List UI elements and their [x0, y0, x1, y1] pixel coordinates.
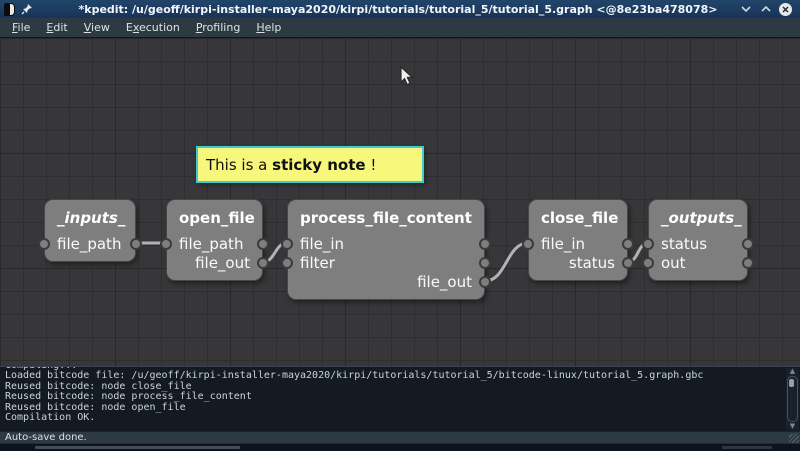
node-title: _outputs_	[649, 200, 747, 227]
node-title: process_file_content	[288, 200, 484, 227]
port-circle-left[interactable]	[38, 238, 50, 250]
menu-view[interactable]: View	[76, 19, 118, 36]
sticky-note-text: This is a sticky note !	[206, 156, 376, 174]
menu-help[interactable]: Help	[248, 19, 289, 36]
log-scrollbar[interactable]: ▲ ▼	[786, 368, 799, 430]
pin-label: filter	[288, 254, 484, 273]
pin-icon[interactable]	[20, 2, 34, 16]
port-circle-right[interactable]	[257, 238, 269, 250]
taskbar-tray[interactable]	[722, 446, 772, 449]
wire[interactable]	[485, 243, 528, 281]
port-circle-right[interactable]	[479, 257, 491, 269]
title-bar[interactable]: *kpedit: /u/geoff/kirpi-installer-maya20…	[0, 0, 800, 18]
scroll-down-icon[interactable]: ▼	[790, 423, 795, 430]
pin-label: file_in	[288, 235, 484, 254]
title-bar-left	[0, 2, 79, 16]
pin-label: file_path	[45, 235, 135, 254]
port-circle-left[interactable]	[642, 257, 654, 269]
menu-execution[interactable]: Execution	[118, 19, 188, 36]
sticky-note[interactable]: This is a sticky note !	[196, 146, 424, 183]
port-circle-right[interactable]	[479, 238, 491, 250]
port-circle-right[interactable]	[742, 238, 754, 250]
pin-label: file_out	[167, 254, 262, 273]
menu-edit[interactable]: Edit	[38, 19, 75, 36]
close-icon	[782, 6, 789, 13]
log-line: Compilation OK.	[5, 413, 800, 423]
scrollbar-thumb[interactable]	[789, 379, 794, 387]
port-circle-right[interactable]	[742, 257, 754, 269]
app-icon	[4, 3, 15, 16]
scroll-up-icon[interactable]: ▲	[790, 368, 795, 375]
pin-label: status	[529, 254, 627, 273]
port-circle-left[interactable]	[642, 238, 654, 250]
port-circle-right[interactable]	[479, 276, 491, 288]
node-_inputs_[interactable]: _inputs_ file_path	[44, 199, 136, 262]
log-lines: Compiling...Loaded bitcode file: /u/geof…	[0, 366, 800, 423]
port-circle-left[interactable]	[160, 238, 172, 250]
menu-profiling[interactable]: Profiling	[188, 19, 248, 36]
close-button[interactable]	[779, 3, 792, 16]
shade-button[interactable]	[739, 3, 752, 16]
log-line: Reused bitcode: node open_file	[5, 403, 800, 413]
port-circle-right[interactable]	[622, 238, 634, 250]
pin-label: file_in	[529, 235, 627, 254]
pin-label: file_out	[288, 273, 484, 292]
menu-file[interactable]: File	[4, 19, 38, 36]
window-title: *kpedit: /u/geoff/kirpi-installer-maya20…	[79, 3, 718, 16]
node-title: _inputs_	[45, 200, 135, 227]
port-circle-left[interactable]	[281, 238, 293, 250]
port-circle-right[interactable]	[257, 257, 269, 269]
window-controls	[718, 3, 800, 16]
pin-label: status	[649, 235, 747, 254]
chevron-up-icon	[761, 6, 771, 12]
maximize-button[interactable]	[759, 3, 772, 16]
resize-grip-icon[interactable]	[789, 434, 799, 443]
log-panel[interactable]: Compiling...Loaded bitcode file: /u/geof…	[0, 366, 800, 431]
port-circle-left[interactable]	[281, 257, 293, 269]
pin-label: out	[649, 254, 747, 273]
chevron-down-icon	[741, 6, 751, 12]
port-circle-left[interactable]	[522, 238, 534, 250]
pin-label: file_path	[167, 235, 262, 254]
graph-canvas[interactable]: This is a sticky note ! _inputs_ file_pat…	[0, 38, 800, 366]
status-bar: Auto-save done.	[0, 431, 800, 443]
port-circle-right[interactable]	[130, 238, 142, 250]
node-title: close_file	[529, 200, 627, 227]
port-circle-right[interactable]	[622, 257, 634, 269]
taskbar-item[interactable]	[35, 446, 240, 449]
node-title: open_file	[167, 200, 262, 227]
scrollbar-track[interactable]	[787, 376, 798, 422]
status-message: Auto-save done.	[5, 432, 87, 443]
